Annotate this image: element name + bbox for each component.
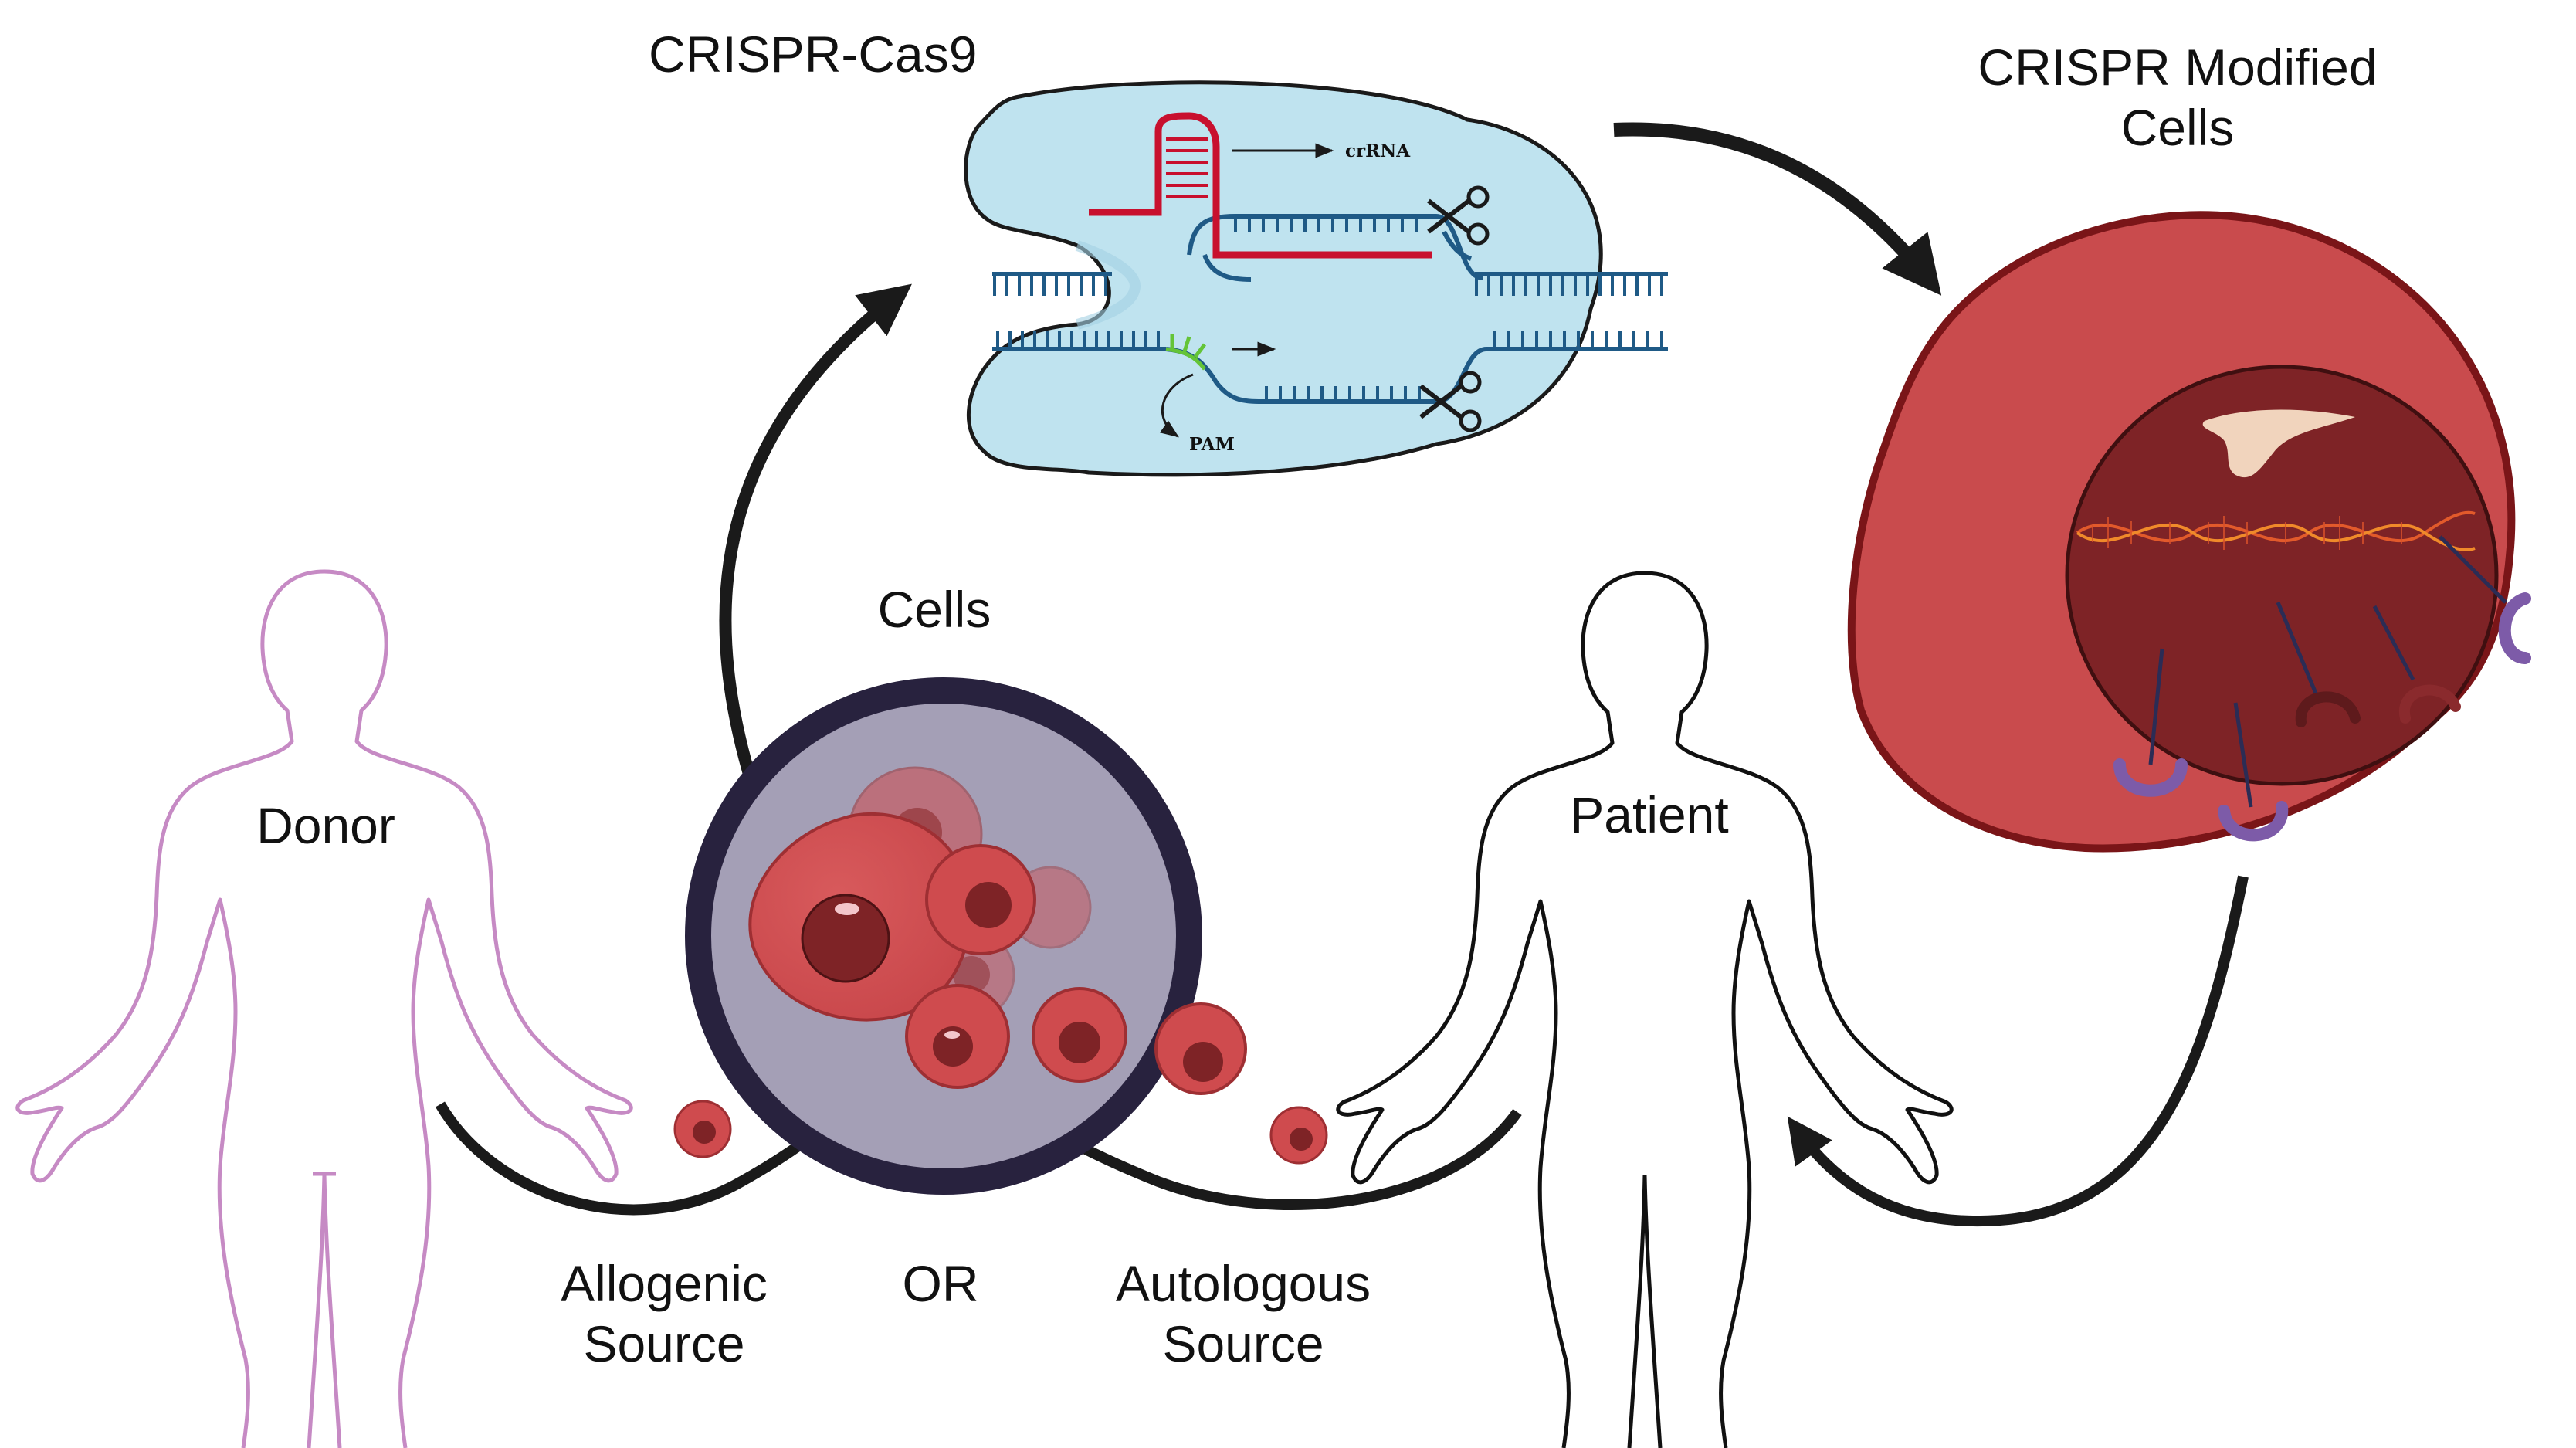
red-cell xyxy=(925,844,1036,955)
receptor-icon xyxy=(2218,702,2289,842)
pam-pointer xyxy=(1159,373,1194,438)
allogenic-label-line2: Source xyxy=(583,1315,744,1372)
cell-cluster xyxy=(673,844,1328,1165)
receptor-icon xyxy=(2372,605,2461,724)
arrow-cas9-to-modified-cells xyxy=(1613,122,1942,296)
guide-rna xyxy=(1089,112,1432,259)
cells-title: Cells xyxy=(878,581,991,638)
arrow-cells-to-cas9 xyxy=(719,283,912,813)
receptor-icon xyxy=(2439,535,2531,664)
cas9-enzyme xyxy=(964,80,1603,477)
patient-silhouette xyxy=(1336,571,1954,1448)
pam-label: PAM xyxy=(1189,434,1235,455)
receptor-icon xyxy=(2113,648,2188,797)
red-cell xyxy=(1269,1106,1328,1165)
red-cell xyxy=(905,984,1010,1089)
pam-site xyxy=(1165,334,1206,371)
dna-top-strand xyxy=(992,214,1668,296)
patient-label: Patient xyxy=(1570,786,1728,843)
modified-cell xyxy=(1847,211,2531,853)
donor-label: Donor xyxy=(256,797,395,854)
red-cell xyxy=(673,1100,732,1158)
crispr-cas9-title: CRISPR-Cas9 xyxy=(649,25,977,83)
red-cell xyxy=(1154,1002,1247,1095)
receptor-icon xyxy=(2276,602,2361,727)
modified-cells-title-line1: CRISPR Modified xyxy=(1978,39,2377,96)
arrow-modified-cells-to-patient xyxy=(1787,875,2249,1227)
autologous-label-line1: Autologous xyxy=(1116,1255,1371,1312)
scissors-icon xyxy=(1427,185,1490,246)
modified-cells-title-line2: Cells xyxy=(2121,99,2235,156)
allogenic-label-line1: Allogenic xyxy=(561,1255,768,1312)
or-label: OR xyxy=(903,1255,979,1312)
donor-silhouette xyxy=(15,569,633,1448)
red-cell xyxy=(1032,987,1127,1083)
crrna-label: crRNA xyxy=(1345,141,1411,161)
scissors-icon xyxy=(1419,371,1482,432)
dna-helix-icon xyxy=(2076,510,2476,551)
autologous-label-line2: Source xyxy=(1162,1315,1324,1372)
